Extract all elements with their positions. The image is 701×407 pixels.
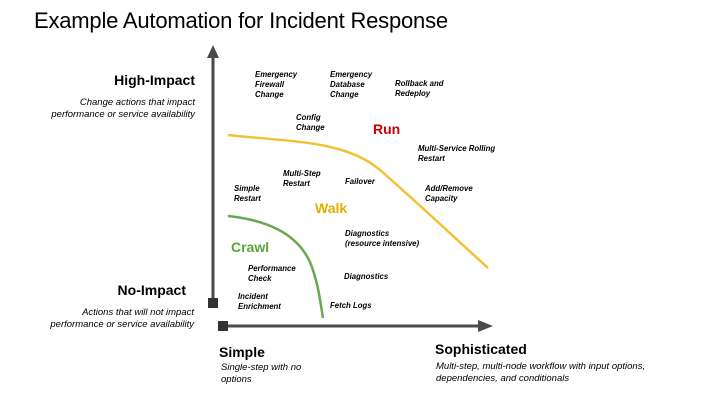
x-axis-right-description: Multi-step, multi-node workflow with inp… xyxy=(436,361,646,384)
zone-label-crawl: Crawl xyxy=(231,239,270,255)
x-axis-arrowhead xyxy=(478,320,493,332)
action-simple-restart: Simple Restart xyxy=(234,184,261,203)
action-multi-step-restart: Multi-Step Restart xyxy=(283,169,321,188)
action-rollback-and-redeploy: Rollback and Redeploy xyxy=(395,79,444,98)
page-title: Example Automation for Incident Response xyxy=(34,8,448,33)
action-config-change: Config Change xyxy=(296,113,325,132)
action-emergency-firewall-change: Emergency Firewall Change xyxy=(255,70,298,99)
action-diagnostics-resource-intensive: Diagnostics (resource intensive) xyxy=(345,229,420,248)
action-diagnostics: Diagnostics xyxy=(344,272,389,281)
y-axis-bottom-description: Actions that will not impact performance… xyxy=(50,307,194,330)
action-failover: Failover xyxy=(345,177,375,186)
run-walk-boundary-curve xyxy=(227,133,489,269)
action-add-remove-capacity: Add/Remove Capacity xyxy=(425,184,473,203)
zone-label-walk: Walk xyxy=(315,200,348,216)
y-axis-arrowhead xyxy=(207,45,219,58)
x-axis-right-label: Sophisticated xyxy=(435,341,527,357)
action-fetch-logs: Fetch Logs xyxy=(330,301,372,310)
x-axis-origin-square xyxy=(218,321,228,331)
x-axis-left-description: Single-step with no options xyxy=(221,362,302,385)
action-emergency-database-change: Emergency Database Change xyxy=(330,70,373,99)
x-axis-left-label: Simple xyxy=(219,344,265,360)
y-axis-top-description: Change actions that impact performance o… xyxy=(51,97,195,120)
y-axis-bottom-label: No-Impact xyxy=(117,282,186,298)
walk-crawl-boundary-curve xyxy=(227,214,325,319)
y-axis-top-label: High-Impact xyxy=(114,72,195,88)
zone-label-run: Run xyxy=(373,121,401,137)
action-incident-enrichment: Incident Enrichment xyxy=(238,292,281,311)
y-axis-origin-square xyxy=(208,298,218,308)
action-performance-check: Performance Check xyxy=(248,264,296,283)
action-multi-service-rolling-restart: Multi-Service Rolling Restart xyxy=(418,144,496,163)
